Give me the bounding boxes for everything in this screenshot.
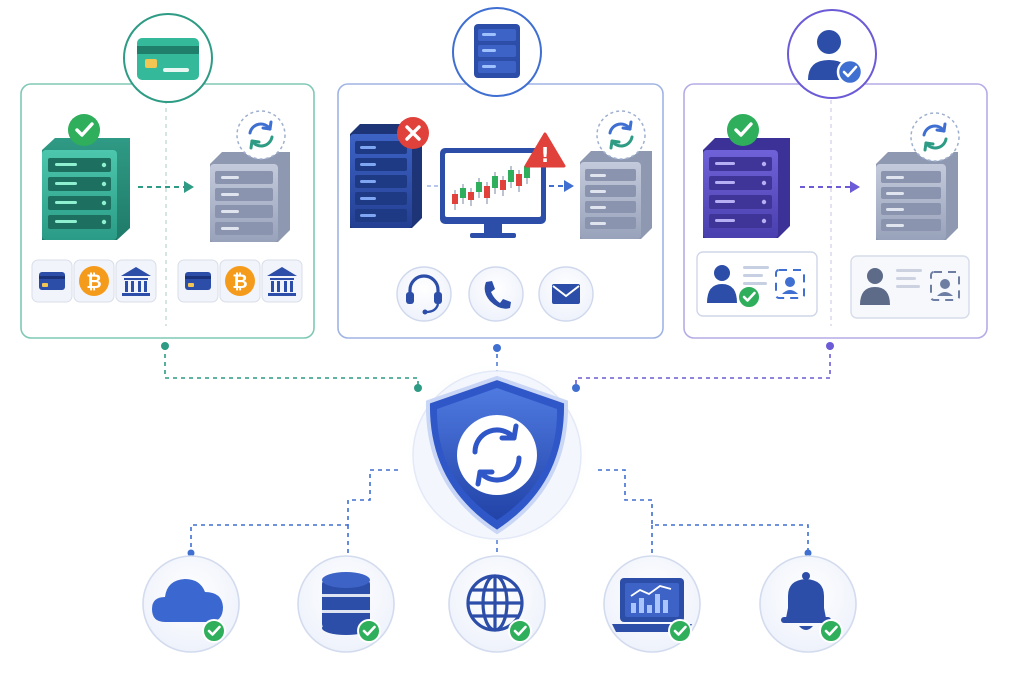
panel-payments: ₿ ₿ [20,13,315,339]
backup-server-trading [580,151,652,239]
sync-icon [595,109,647,161]
panel-trading: ! [337,7,664,339]
id-card-icon [707,265,805,303]
bitcoin-icon: ₿ [79,266,109,296]
id-card-icon [860,268,960,305]
central-hub [395,353,599,557]
replication-arrow [800,181,860,193]
service-web [448,555,546,653]
verified-user-icon [808,30,864,86]
svg-text:₿: ₿ [232,271,247,293]
primary-server-identity [703,138,790,238]
bitcoin-icon: ₿ [225,266,255,296]
support-channels [396,266,594,322]
service-notifications [759,555,857,653]
backup-server-payments [210,152,290,242]
connector-identity-hub [575,346,831,388]
replication-arrow [138,181,194,193]
check-circle-icon [66,112,102,148]
trading-monitor [440,148,546,238]
check-circle-icon [736,284,762,310]
error-x-icon [397,117,429,149]
connector-payments-hub [164,346,419,388]
credit-card-icon [39,272,65,290]
email-icon [552,284,580,304]
database-icon [322,572,370,635]
backup-payment-methods: ₿ [177,259,303,303]
check-circle-icon [818,618,844,644]
svg-text:₿: ₿ [86,271,101,293]
globe-icon [466,574,524,632]
cloud-icon [152,579,223,622]
check-circle-icon [507,618,533,644]
bell-icon [781,572,831,630]
sync-icon [909,111,961,163]
headset-icon [406,274,442,315]
credit-card-icon [185,272,211,290]
check-circle-icon [356,618,382,644]
warning-icon: ! [524,132,566,168]
service-database [297,555,395,653]
backup-server-identity [876,152,958,240]
primary-server-payments [42,138,130,240]
candlestick-chart-icon [452,162,530,210]
panel-identity [683,9,988,339]
check-circle-icon [201,618,227,644]
credit-card-icon [137,38,199,80]
check-circle-icon [725,112,761,148]
server-rack-icon [474,24,520,78]
phone-icon [484,281,511,309]
bank-icon [267,267,297,296]
service-analytics [603,555,701,653]
service-cloud [142,555,240,653]
backup-id-card [850,255,970,319]
panel-identity-header [787,9,877,99]
bank-icon [121,267,151,296]
connector-hub-analytics [598,469,809,553]
panel-trading-header [452,7,542,97]
panel-payments-header [123,13,213,103]
primary-id-card [696,251,818,317]
connector-hub-cloud [190,469,398,553]
check-circle-icon [667,618,693,644]
replication-arrow [549,180,574,192]
svg-text:!: ! [540,143,549,167]
primary-server-trading [350,124,422,228]
shield-sync-icon [425,375,569,535]
sync-icon [235,109,287,161]
primary-payment-methods: ₿ [31,259,157,303]
laptop-chart-icon [612,578,692,632]
